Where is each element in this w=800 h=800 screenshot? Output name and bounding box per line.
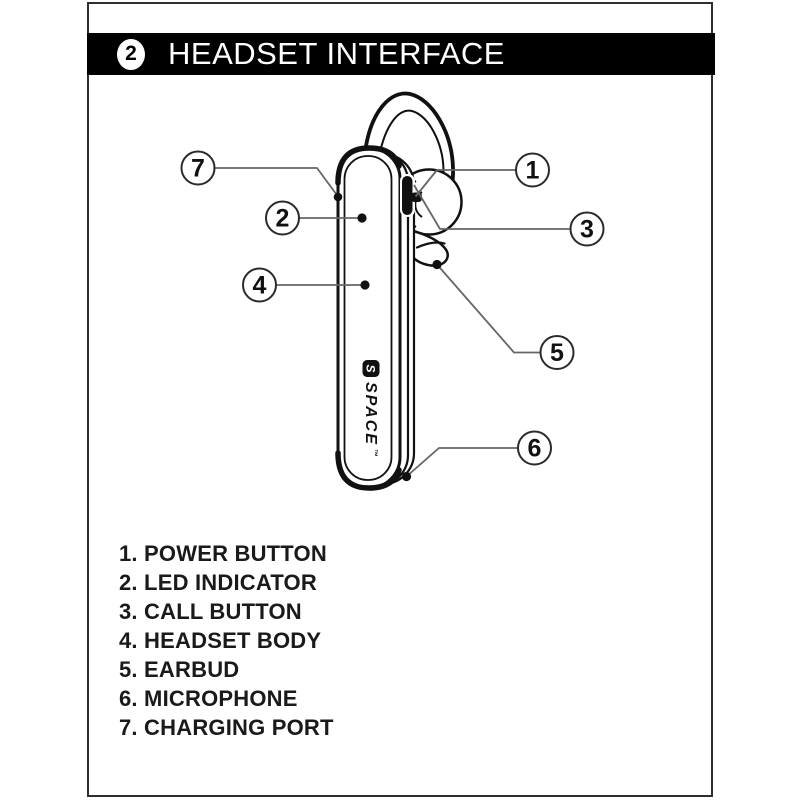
callout-circle-3 bbox=[569, 211, 605, 247]
callout-circle-7 bbox=[180, 150, 216, 186]
callout-number-7: 7 bbox=[191, 155, 205, 183]
legend-item-call-button: 3. CALL BUTTON bbox=[119, 599, 302, 624]
power-button bbox=[402, 176, 413, 215]
earbud-dot bbox=[432, 259, 442, 270]
section-header: 2 HEADSET INTERFACE bbox=[87, 33, 715, 75]
brand-name: SPACE bbox=[362, 382, 379, 446]
legend-item-charging-port: 7. CHARGING PORT bbox=[119, 715, 334, 740]
legend-item-led-indicator: 2. LED INDICATOR bbox=[119, 570, 317, 595]
ear-tip bbox=[409, 229, 449, 267]
leader-line-3 bbox=[413, 184, 570, 230]
headset-body-dot bbox=[360, 280, 370, 290]
callout-number-4: 4 bbox=[253, 272, 267, 300]
legend-item-power-button: 1. POWER BUTTON bbox=[119, 541, 327, 566]
body-bottom-shade bbox=[335, 450, 402, 491]
leader-line-6 bbox=[405, 447, 517, 478]
brand-logo: S SPACE ™ bbox=[362, 360, 380, 457]
callout-circle-2 bbox=[265, 200, 300, 236]
legend-list: 1. POWER BUTTON 2. LED INDICATOR 3. CALL… bbox=[119, 539, 334, 742]
leader-line-7 bbox=[214, 167, 339, 198]
callout-number-3: 3 bbox=[580, 216, 594, 244]
body-top-shade bbox=[335, 145, 402, 186]
callout-number-1: 1 bbox=[526, 157, 540, 185]
callout-circle-4 bbox=[242, 267, 277, 303]
headset-diagram: S SPACE ™ 1 2 3 4 5 bbox=[180, 91, 605, 491]
legend-item-headset-body: 4. HEADSET BODY bbox=[119, 628, 322, 653]
brand-badge bbox=[362, 360, 380, 377]
led-indicator-dot bbox=[357, 213, 367, 223]
microphone-dot bbox=[401, 471, 412, 482]
leader-line-1 bbox=[414, 169, 516, 198]
ear-hook bbox=[366, 93, 454, 199]
section-number-badge: 2 bbox=[117, 38, 145, 70]
callout-number-6: 6 bbox=[528, 435, 542, 463]
charging-port-dot bbox=[333, 192, 343, 202]
legend-item-earbud: 5. EARBUD bbox=[119, 657, 240, 682]
callout-circle-6 bbox=[517, 430, 552, 466]
leader-line-5 bbox=[436, 263, 540, 354]
headset-body: S SPACE ™ bbox=[335, 145, 422, 491]
ear-tip-crease bbox=[415, 241, 446, 249]
trademark: ™ bbox=[370, 449, 379, 457]
body-faceplate bbox=[343, 155, 393, 481]
callout-number-2: 2 bbox=[276, 205, 290, 233]
callout-circle-1 bbox=[515, 152, 550, 188]
callout-circle-5 bbox=[539, 335, 575, 370]
callout-number-5: 5 bbox=[550, 339, 564, 367]
section-title: HEADSET INTERFACE bbox=[168, 36, 505, 71]
brand-badge-letter: S bbox=[364, 364, 378, 372]
section-number: 2 bbox=[125, 42, 137, 65]
legend-item-microphone: 6. MICROPHONE bbox=[119, 686, 298, 711]
